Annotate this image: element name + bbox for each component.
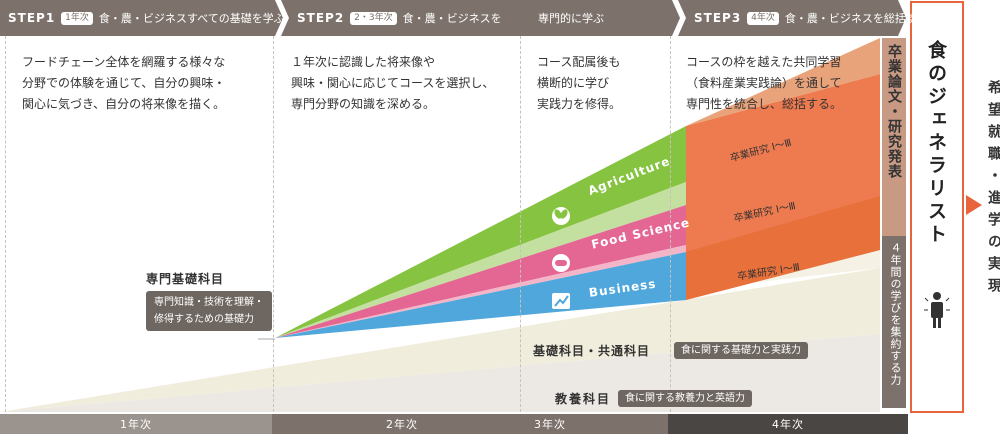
step3-desc-line: （食料産業実践論）を通して	[686, 76, 842, 90]
graduation-title: 卒業論文・研究発表	[886, 44, 902, 179]
step3-text: 食・農・ビジネスを総括する	[784, 12, 928, 25]
step3-description: コースの枠を越えた共同学習 （食料産業実践論）を通して 専門性を統合し、総括する…	[686, 52, 842, 115]
year-3-label: 3年次	[534, 418, 566, 431]
step2-badge: 2・3年次	[350, 11, 397, 25]
step2b-description: コース配属後も 横断的に学び 実践力を修得。	[537, 52, 621, 115]
step2-desc-line: 興味・関心に応じてコースを選択し、	[291, 76, 495, 90]
year-1-label: 1年次	[120, 418, 152, 431]
step1-header: STEP1 1年次 食・農・ビジネスすべての基礎を学ぶ	[0, 0, 285, 36]
basic-common-title: 基礎科目・共通科目	[533, 344, 651, 358]
specialized-basics-desc-line: 修得するための基礎力	[154, 314, 254, 325]
graduation-sub-column	[882, 236, 906, 408]
step3-desc-line: コースの枠を越えた共同学習	[686, 55, 842, 69]
step2b-desc-line: コース配属後も	[537, 55, 621, 69]
specialized-basics-title: 専門基礎科目	[146, 272, 225, 286]
step2-header-cont: 専門的に学ぶ	[526, 0, 646, 36]
step2-label: STEP2	[297, 11, 345, 25]
step2-description: １年次に認識した将来像や 興味・関心に応じてコースを選択し、 専門分野の知識を深…	[291, 52, 494, 115]
food-science-band	[275, 205, 686, 338]
liberal-arts-chip: 食に関する教養力と英語力	[618, 390, 752, 407]
step3-bar	[678, 0, 906, 36]
step1-label: STEP1	[8, 11, 56, 25]
step1-badge: 1年次	[61, 11, 93, 25]
specialized-basics-desc-line: 専門知識・技術を理解・	[154, 297, 264, 308]
agriculture-light-band	[275, 182, 686, 338]
step1-text: 食・農・ビジネスすべての基礎を学ぶ	[98, 12, 285, 25]
step2-text2: 専門的に学ぶ	[538, 12, 604, 25]
divider-step2	[273, 36, 274, 412]
year-bar-4	[668, 414, 908, 434]
step1-desc-line: フードチェーン全体を網羅する様々な	[22, 55, 226, 69]
step2-desc-line: １年次に認識した将来像や	[291, 55, 436, 69]
integration-lower-band	[686, 196, 880, 300]
specialized-basics-chip: 専門知識・技術を理解・ 修得するための基礎力	[146, 291, 272, 331]
step3-label: STEP3	[694, 11, 742, 25]
step2-desc-line: 専門分野の知識を深める。	[291, 97, 436, 111]
year-bar-1	[0, 414, 272, 434]
step1-description: フードチェーン全体を網羅する様々な 分野での体験を通じて、自分の興味・ 関心に気…	[22, 52, 225, 115]
year-4-label: 4年次	[772, 418, 804, 431]
step2-header: STEP2 2・3年次 食・農・ビジネスを	[289, 0, 679, 36]
step2-text: 食・農・ビジネスを	[402, 12, 502, 25]
step1-desc-line: 関心に気づき、自分の将来像を描く。	[22, 97, 226, 111]
food-science-icon	[552, 254, 570, 272]
business-band	[275, 252, 686, 338]
divider-left	[5, 36, 6, 412]
liberal-arts-title: 教養科目	[555, 392, 612, 406]
business-chart-icon	[552, 293, 570, 309]
step3-header: STEP3 4年次 食・農・ビジネスを総括する	[686, 0, 928, 36]
step2-bar	[281, 0, 680, 36]
integration-top-band	[686, 38, 880, 126]
step3-badge: 4年次	[747, 11, 779, 25]
divider-step3	[670, 36, 671, 412]
generalist-box	[910, 1, 964, 413]
step1-bar	[0, 0, 283, 36]
divider-step2b	[520, 36, 521, 412]
basic-common-chip: 食に関する基礎力と実践力	[674, 342, 808, 359]
step1-desc-line: 分野での体験を通じて、自分の興味・	[22, 76, 226, 90]
agriculture-band	[275, 126, 686, 338]
year-bar-23	[272, 414, 668, 434]
person-icon	[924, 292, 950, 328]
basic-common-band	[0, 268, 880, 412]
year-2-label: 2年次	[386, 418, 418, 431]
step2b-desc-line: 実践力を修得。	[537, 97, 622, 111]
goal-arrow	[966, 195, 982, 215]
step3-desc-line: 専門性を統合し、総括する。	[686, 97, 843, 111]
graduation-sub: ４年間の学びを集約する力	[889, 242, 902, 386]
goal-text: 希望就職・進学の実現	[986, 80, 1000, 300]
food-science-light-band	[275, 245, 686, 338]
generalist-title: 食のジェネラリスト	[925, 40, 947, 247]
leaf-icon	[552, 207, 570, 225]
step2b-desc-line: 横断的に学び	[537, 76, 610, 90]
